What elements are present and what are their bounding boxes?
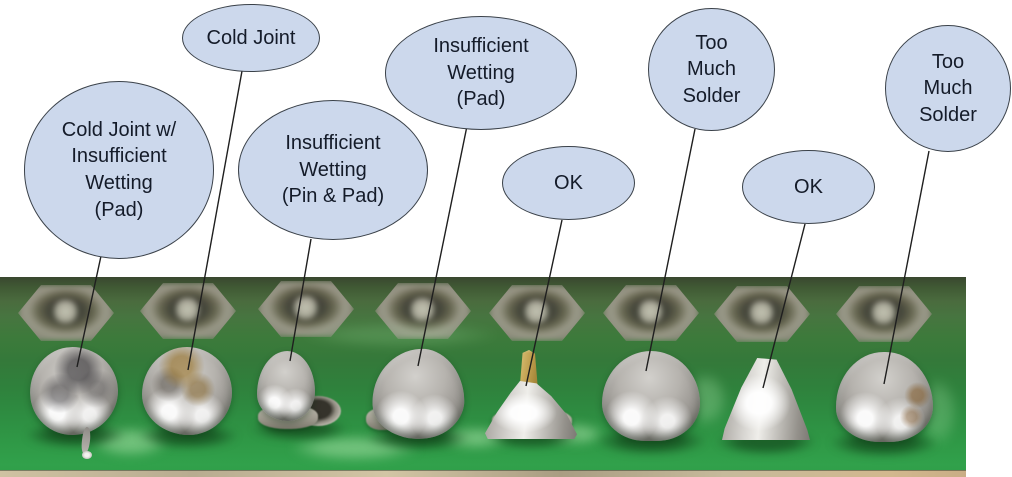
callout-too-much-solder-2: Too Much Solder — [885, 25, 1011, 152]
pin-socket-5 — [489, 285, 585, 341]
pcb-photo — [0, 277, 966, 477]
pin-socket-1 — [18, 285, 114, 341]
solder-joint-8 — [836, 352, 933, 442]
callout-label: Too Much Solder — [919, 50, 977, 126]
leader-line-6 — [645, 128, 696, 372]
pin-socket-3 — [258, 281, 354, 337]
callout-too-much-solder-1: Too Much Solder — [648, 8, 775, 131]
pcb-board-edge — [0, 470, 966, 477]
solder-joint-3 — [257, 351, 315, 421]
leader-line-1 — [76, 255, 102, 368]
callout-label: Cold Joint — [206, 26, 296, 49]
callout-label: Cold Joint w/ Insufficient Wetting (Pad) — [61, 118, 177, 221]
reflection — [300, 322, 500, 348]
callout-insufficient-wetting-pad: Insufficient Wetting (Pad) — [385, 16, 577, 130]
callout-label: OK — [794, 175, 823, 198]
leader-line-4 — [417, 125, 468, 367]
pin-socket-8 — [836, 286, 932, 342]
pin-socket-6 — [603, 285, 699, 341]
leader-line-7 — [762, 223, 806, 389]
callout-insufficient-wetting-pin-pad: Insufficient Wetting (Pin & Pad) — [238, 100, 428, 240]
pin-socket-7 — [714, 286, 810, 342]
leader-line-3 — [289, 238, 312, 362]
callout-cold-joint: Cold Joint — [182, 4, 320, 72]
callout-label: Insufficient Wetting (Pin & Pad) — [281, 132, 385, 208]
callout-ok-2: OK — [742, 150, 875, 224]
callout-cold-joint-insufficient-wetting-pad: Cold Joint w/ Insufficient Wetting (Pad) — [24, 81, 214, 259]
leader-line-8 — [883, 150, 930, 385]
solder-joint-2 — [142, 347, 232, 435]
callout-label: Too Much Solder — [682, 31, 741, 107]
callout-label: OK — [554, 171, 583, 194]
callout-label: Insufficient Wetting (Pad) — [433, 35, 529, 111]
leader-line-2 — [187, 70, 243, 371]
solder-joint-6 — [602, 351, 700, 441]
gold-pin-tip — [519, 350, 538, 386]
solder-drip-tip — [82, 451, 92, 459]
callout-ok-1: OK — [502, 146, 635, 220]
pin-socket-2 — [140, 283, 236, 339]
leader-line-5 — [525, 219, 563, 387]
